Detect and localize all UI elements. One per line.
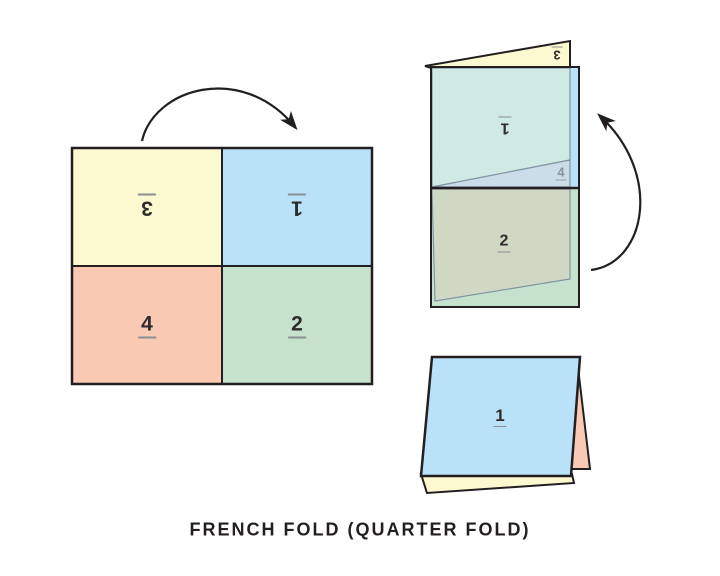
diagram-caption: FRENCH FOLD (QUARTER FOLD) <box>189 519 531 540</box>
flat-panel-2 <box>221 265 373 385</box>
flat-panel-1-label: 1 <box>288 193 306 220</box>
first-fold-arrow <box>140 87 298 142</box>
half-folded-outline <box>430 66 580 308</box>
quarter-folded-1-label: 1 <box>493 406 507 427</box>
flat-sheet-outline <box>70 146 374 386</box>
half-folded-flap-3-label: 3 <box>551 46 563 63</box>
flat-panel-2-label: 2 <box>288 314 306 339</box>
flat-panel-4 <box>71 265 223 385</box>
flat-sheet <box>70 146 374 386</box>
second-fold-arrow <box>590 113 642 272</box>
quarter-folded-sheet <box>419 355 592 495</box>
flat-panel-1 <box>221 147 373 267</box>
half-folded-bottom-2-label: 2 <box>497 233 511 253</box>
flat-panel-3-label: 3 <box>138 193 156 220</box>
half-folded-4-label: 4 <box>555 164 567 181</box>
half-folded-top-1-label: 1 <box>498 116 512 137</box>
quarter-folded-front-panel <box>419 355 582 478</box>
flat-panel-3 <box>71 147 223 267</box>
half-folded-flap-3 <box>424 39 571 70</box>
flat-panel-4-label: 4 <box>138 314 156 339</box>
half-folded-sheet <box>424 39 580 308</box>
